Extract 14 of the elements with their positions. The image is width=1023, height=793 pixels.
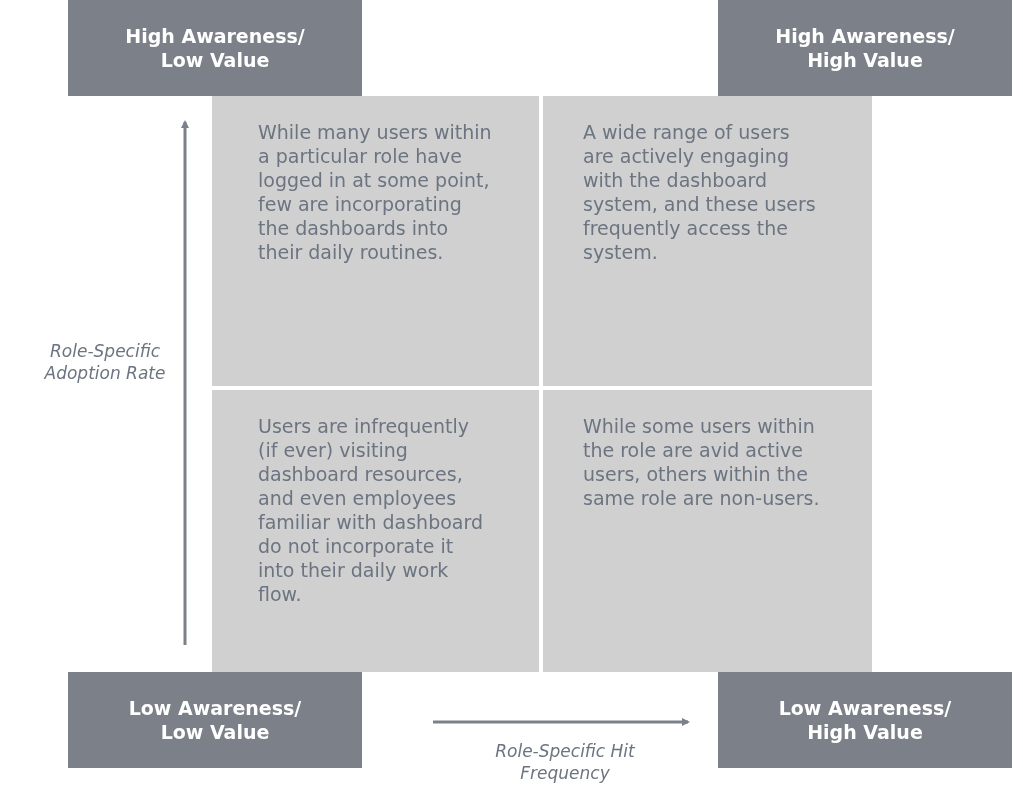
axis-label: Role-Specific Adoption Rate (43, 340, 167, 384)
label-box: High Awareness/ Low Value (68, 0, 362, 96)
label-box: Low Awareness/ Low Value (68, 672, 362, 768)
quadrant-panel (212, 96, 539, 386)
quadrant-description: While some users within the role are avid active users, others within the same role are non-users. (583, 414, 821, 510)
quadrant-panel (212, 390, 539, 672)
quadrant-description: While many users within a particular role have logged in at some point, few are incorporating the dashboards into their daily routines. (258, 120, 493, 264)
quadrant-description: A wide range of users are actively engaging with the dashboard system, and these users frequently access the system. (583, 120, 817, 264)
label-box: High Awareness/ High Value (718, 0, 1012, 96)
quadrant-description: Users are infrequently (if ever) visiting dashboard resources, and even employees familiar with dashboard do not incorporate it into their daily work flow. (258, 414, 485, 606)
quadrant-panel (543, 390, 872, 672)
quadrant-panel (543, 96, 872, 386)
label-box: Low Awareness/ High Value (718, 672, 1012, 768)
axis-label: Role-Specific Hit Frequency (494, 740, 636, 784)
